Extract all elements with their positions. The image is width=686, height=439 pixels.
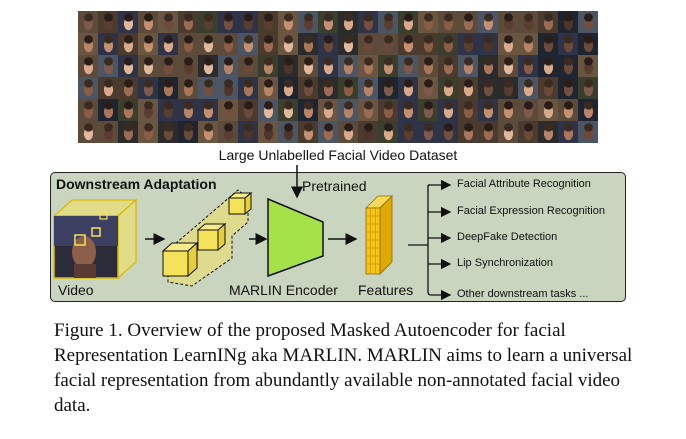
marlin-encoder-shape xyxy=(267,197,324,278)
downstream-panel xyxy=(50,172,626,302)
task-deepfake-detection: DeepFake Detection xyxy=(457,231,558,243)
task-facial-expression-recognition: Facial Expression Recognition xyxy=(457,205,605,217)
face-mosaic-image xyxy=(78,11,598,143)
masked-tube-icon xyxy=(161,189,253,287)
encoder-label: MARLIN Encoder xyxy=(229,282,338,298)
task-facial-attribute-recognition: Facial Attribute Recognition xyxy=(457,178,591,190)
dataset-label: Large Unlabelled Facial Video Dataset xyxy=(218,147,458,163)
features-block-icon xyxy=(365,195,393,275)
task-lip-synchronization: Lip Synchronization xyxy=(457,257,554,269)
features-label: Features xyxy=(358,282,414,298)
task-other-downstream: Other downstream tasks ... xyxy=(457,288,589,300)
video-cube-icon xyxy=(52,198,138,280)
pretrained-label: Pretrained xyxy=(302,178,367,194)
figure-caption: Figure 1. Overview of the proposed Maske… xyxy=(54,320,633,416)
video-label: Video xyxy=(58,282,94,298)
panel-title: Downstream Adaptation xyxy=(56,176,217,192)
task-bracket xyxy=(408,179,452,301)
